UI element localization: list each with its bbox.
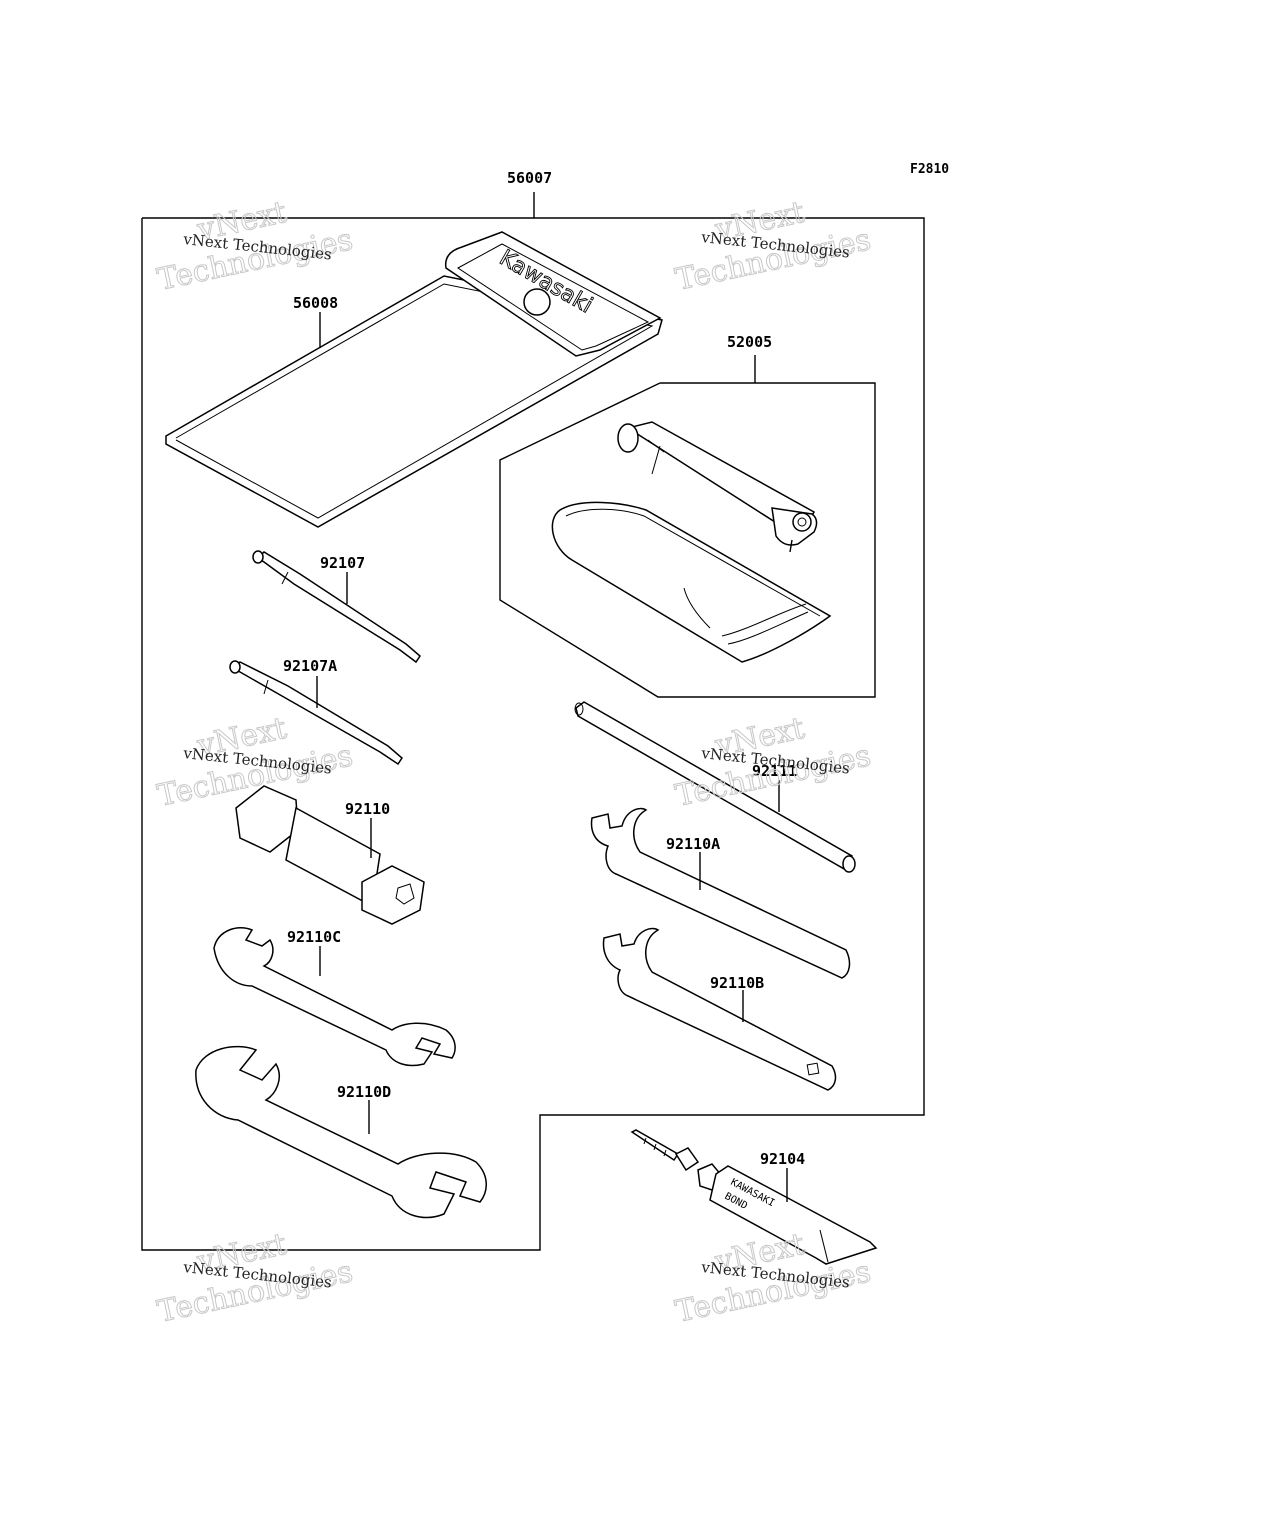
label-92111: 92111: [752, 762, 797, 780]
tire-pump: [617, 421, 818, 553]
figure-code: F2810: [910, 162, 949, 177]
label-56007: 56007: [507, 169, 552, 187]
watermark-top-left: vNext Technologies vNext Technologies: [154, 194, 356, 298]
watermark-top-right: vNext Technologies vNext Technologies: [672, 194, 874, 298]
watermark-mid-right: vNext Technologies vNext Technologies: [672, 710, 874, 814]
tool-pouch: Kawasaki: [165, 231, 663, 528]
tommy-bar: [574, 701, 856, 873]
label-92104: 92104: [760, 1150, 805, 1168]
label-92110b: 92110B: [710, 974, 764, 992]
screwdriver-bit-a: [229, 660, 403, 766]
hook-wrench-b: [602, 927, 837, 1091]
label-56008: 56008: [293, 294, 338, 312]
socket-wrench: [235, 785, 425, 925]
label-52005: 52005: [727, 333, 772, 351]
label-92110a: 92110A: [666, 835, 720, 853]
pump-set-box: [499, 355, 876, 698]
pump-bag: [551, 501, 832, 663]
open-wrench-d: [195, 1045, 487, 1219]
tool-kit-outline: [141, 192, 925, 1251]
hook-wrench-a: [590, 807, 851, 979]
open-wrench-c: [213, 927, 456, 1067]
label-92107a: 92107A: [283, 657, 337, 675]
label-92107: 92107: [320, 554, 365, 572]
bond-tube: KAWASAKI BOND: [630, 1129, 878, 1265]
label-92110c: 92110C: [287, 928, 341, 946]
label-92110d: 92110D: [337, 1083, 391, 1101]
screwdriver-bit: [252, 550, 421, 664]
label-92110: 92110: [345, 800, 390, 818]
watermark-bottom-left: vNext Technologies vNext Technologies: [154, 1226, 356, 1330]
